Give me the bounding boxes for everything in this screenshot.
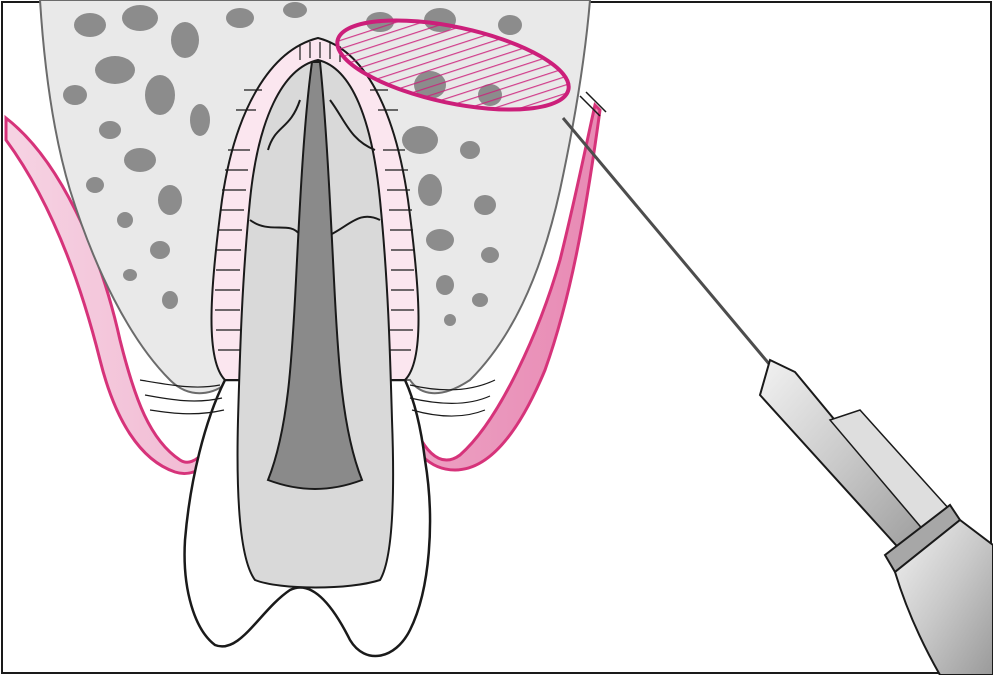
dental-injection-diagram <box>0 0 993 675</box>
diagram-canvas <box>0 0 993 675</box>
